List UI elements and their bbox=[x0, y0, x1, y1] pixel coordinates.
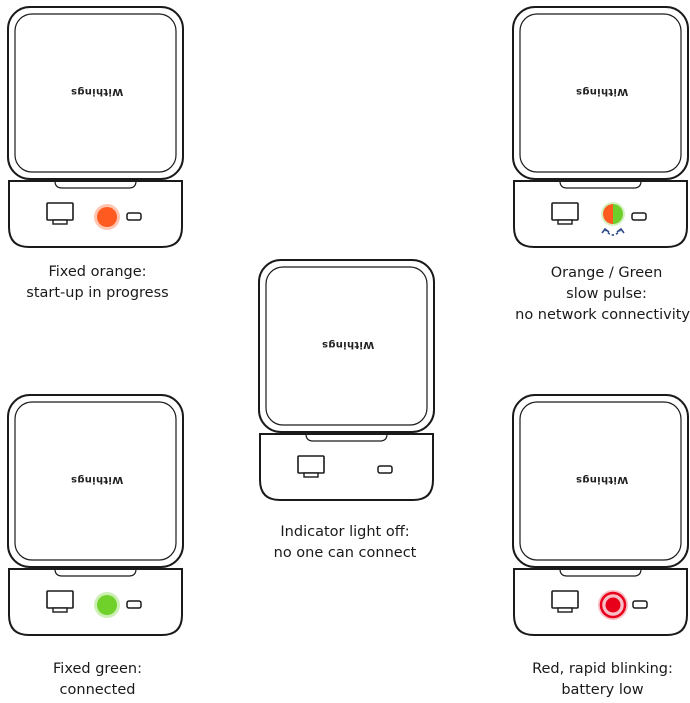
ethernet-port-icon bbox=[46, 202, 74, 225]
ethernet-port-icon bbox=[551, 590, 579, 613]
led-indicator bbox=[94, 204, 120, 230]
pulse-arrows-icon bbox=[601, 227, 625, 236]
device-off: Withings bbox=[256, 258, 441, 508]
caption-connected: Fixed green: connected bbox=[53, 661, 142, 698]
led-indicator bbox=[94, 592, 120, 618]
device-no-network: Withings bbox=[510, 5, 690, 255]
caption-battery-low: Red, rapid blinking: battery low bbox=[532, 661, 673, 698]
caption-no-network: Orange / Green slow pulse: no network co… bbox=[515, 265, 690, 323]
brand-logo: Withings bbox=[575, 474, 629, 485]
device-connected: Withings bbox=[5, 393, 190, 643]
usb-port-icon bbox=[126, 600, 142, 609]
led-indicator bbox=[601, 202, 625, 226]
brand-logo: Withings bbox=[70, 86, 124, 97]
usb-port-icon bbox=[631, 212, 647, 221]
ethernet-port-icon bbox=[297, 455, 325, 478]
ethernet-port-icon bbox=[46, 590, 74, 613]
brand-logo: Withings bbox=[321, 339, 375, 350]
brand-logo: Withings bbox=[575, 86, 629, 97]
device-start-up: Withings bbox=[5, 5, 190, 255]
usb-port-icon bbox=[377, 465, 393, 474]
caption-off: Indicator light off: no one can connect bbox=[273, 524, 417, 561]
led-indicator bbox=[598, 590, 628, 620]
caption-start-up: Fixed orange: start-up in progress bbox=[26, 264, 169, 301]
ethernet-port-icon bbox=[551, 202, 579, 225]
brand-logo: Withings bbox=[70, 474, 124, 485]
device-battery-low: Withings bbox=[510, 393, 690, 643]
usb-port-icon bbox=[126, 212, 142, 221]
usb-port-icon bbox=[632, 600, 648, 609]
